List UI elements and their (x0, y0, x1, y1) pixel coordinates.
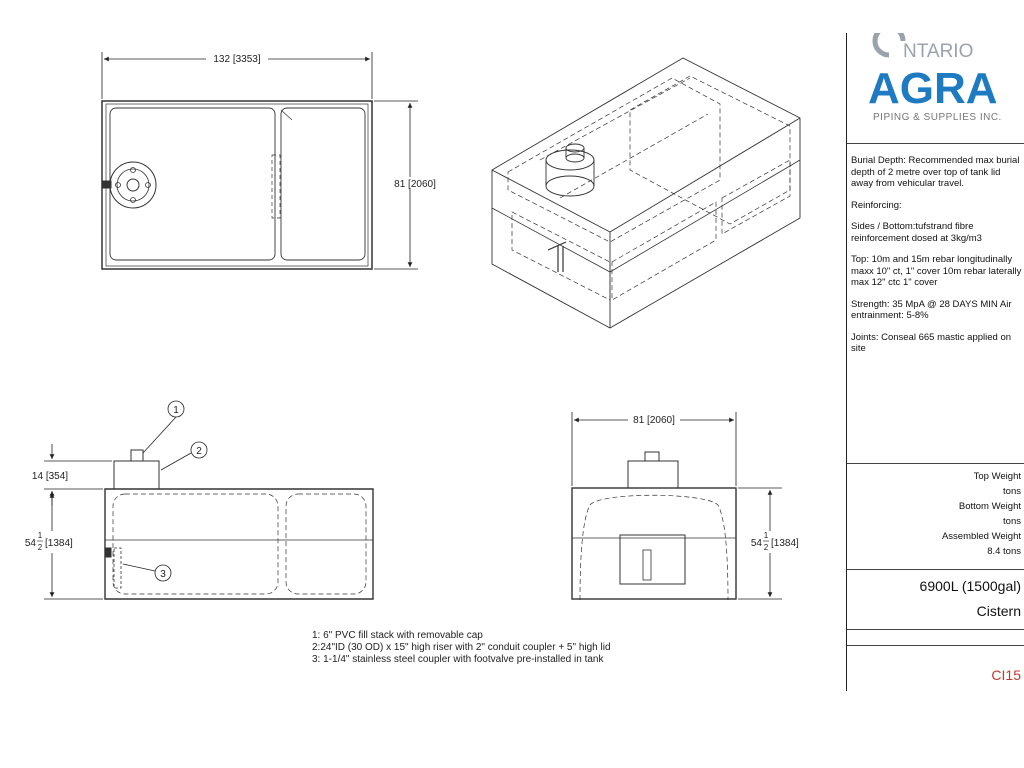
svg-text:2: 2 (38, 543, 43, 552)
svg-text:PIPING & SUPPLIES INC.: PIPING & SUPPLIES INC. (873, 112, 1002, 123)
note-sides-bottom: Sides / Bottom:tufstrand fibre reinforce… (851, 221, 982, 244)
title-block: NTARIO AGRA PIPING & SUPPLIES INC. Buria… (846, 33, 1024, 691)
svg-text:[1384]: [1384] (771, 538, 799, 549)
legend-item-1: 1: 6" PVC fill stack with removable cap (312, 630, 483, 641)
svg-text:NTARIO: NTARIO (903, 41, 973, 62)
svg-text:54: 54 (25, 538, 37, 549)
callout-leaders (122, 416, 192, 572)
side-view (104, 449, 374, 600)
parts-legend: 1: 6" PVC fill stack with removable cap … (312, 630, 611, 666)
callout-2: 2 (190, 441, 208, 459)
note-strength: Strength: 35 MpA @ 28 DAYS MIN Air entra… (851, 298, 1012, 322)
isometric-view (491, 57, 801, 329)
top-weight-unit: tons (1003, 486, 1021, 497)
top-view (101, 100, 373, 270)
dim-label-riser-height: 14 [354] (32, 471, 68, 482)
dim-label-side-height: 54 1 2 [1384] (25, 531, 73, 552)
product-capacity: 6900L (1500gal) (919, 578, 1021, 594)
svg-text:2: 2 (764, 543, 769, 552)
technical-drawing: 132 [3353] 81 [2060] (24, 52, 801, 601)
callout-3: 3 (154, 564, 172, 582)
weights-table: Top Weight tons Bottom Weight tons Assem… (942, 469, 1021, 559)
legend-item-3: 3: 1-1/4" stainless steel coupler with f… (312, 654, 604, 665)
drawing-number: CI15 (991, 667, 1021, 683)
note-joints: Joints: Conseal 665 mastic applied on si… (851, 331, 1012, 355)
svg-text:1: 1 (764, 531, 769, 540)
svg-text:1: 1 (38, 531, 43, 540)
svg-text:AGRA: AGRA (868, 64, 998, 113)
bottom-weight-unit: tons (1003, 516, 1021, 527)
dim-label-end-width: 81 [2060] (633, 415, 675, 426)
specification-notes: Burial Depth: Recommended max burial dep… (851, 155, 1023, 365)
note-burial-depth: Burial Depth: Recommended max burial dep… (851, 155, 1020, 189)
top-weight-label: Top Weight (973, 471, 1021, 482)
dim-label-top-length: 132 [3353] (213, 54, 260, 65)
svg-text:2: 2 (196, 446, 202, 457)
dim-label-top-width: 81 [2060] (394, 179, 436, 190)
dim-label-end-height: 54 1 2 [1384] (751, 531, 799, 552)
svg-text:1: 1 (173, 405, 179, 416)
end-view (571, 451, 737, 601)
note-top: Top: 10m and 15m rebar longitudinally ma… (851, 254, 1022, 288)
legend-item-2: 2:24"ID (30 OD) x 15" high riser with 2"… (312, 642, 611, 653)
bottom-weight-label: Bottom Weight (958, 501, 1021, 512)
svg-text:3: 3 (160, 569, 166, 580)
company-logo: NTARIO AGRA PIPING & SUPPLIES INC. (868, 33, 1002, 123)
svg-text:54: 54 (751, 538, 763, 549)
note-reinforcing: Reinforcing: (851, 199, 902, 211)
assembled-weight-label: Assembled Weight (941, 531, 1021, 542)
assembled-weight-value: 8.4 tons (987, 546, 1021, 557)
svg-text:[1384]: [1384] (45, 538, 73, 549)
callout-1: 1 (167, 400, 185, 418)
product-type: Cistern (976, 603, 1021, 619)
